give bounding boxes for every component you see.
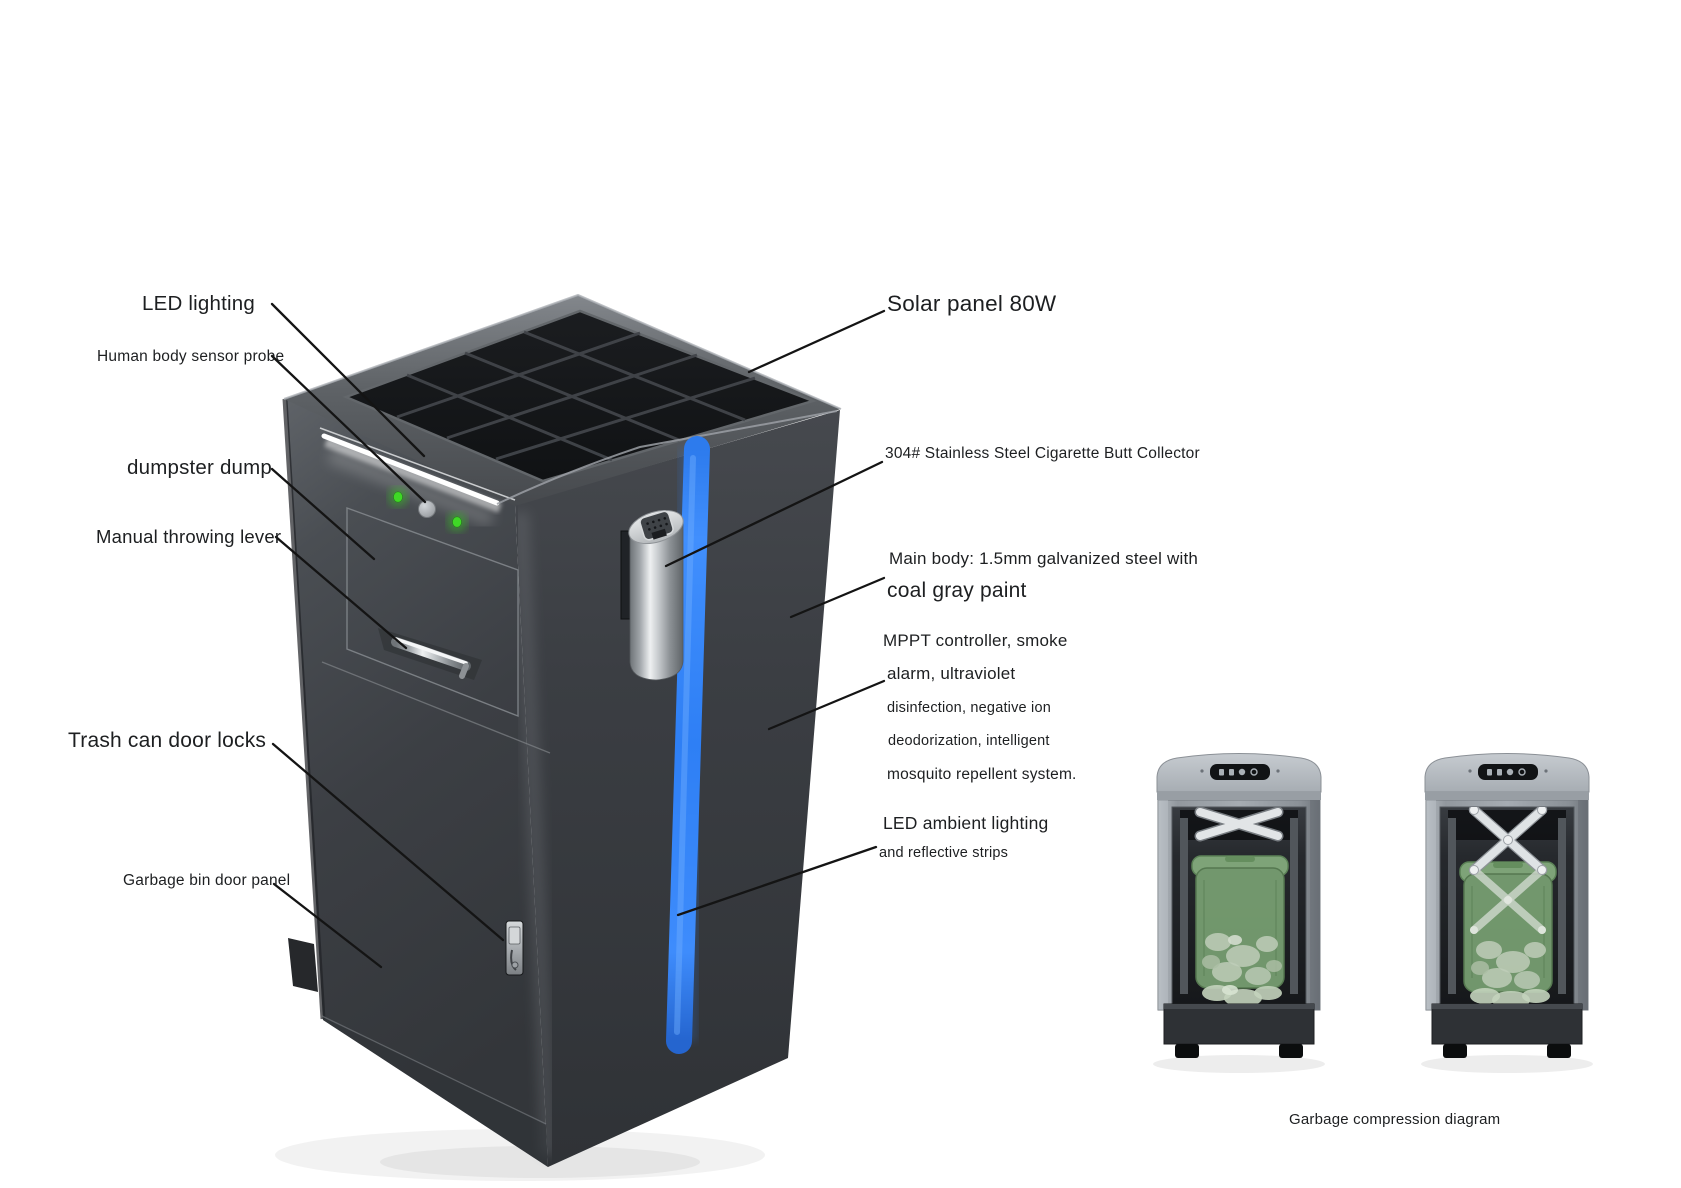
label-led-ambient-line2: and reflective strips xyxy=(879,845,1009,861)
label-dumpster-dump: dumpster dump xyxy=(127,456,273,479)
collector-grille xyxy=(639,510,674,541)
ground-shadows xyxy=(275,1129,765,1181)
label-trash-can-door-locks: Trash can door locks xyxy=(68,729,267,752)
bin-after-contents xyxy=(1448,807,1566,1004)
bin-skirt xyxy=(322,1016,548,1167)
bin-front-face xyxy=(286,398,548,1167)
bin-foot xyxy=(1175,1044,1199,1058)
leader-human-sensor xyxy=(270,354,427,504)
label-led-lighting: LED lighting xyxy=(142,292,255,315)
leader-throwing-lever xyxy=(274,535,408,650)
label-compression-caption: Garbage compression diagram xyxy=(1289,1111,1501,1128)
label-features-line2: alarm, ultraviolet xyxy=(887,664,1016,683)
cigarette-collector xyxy=(620,509,684,681)
skirt-seam xyxy=(321,1015,547,1125)
leader-solar-panel xyxy=(747,309,886,374)
leader-dumpster-dump xyxy=(270,467,376,561)
leader-features xyxy=(767,679,886,731)
green-bin xyxy=(1459,861,1557,993)
control-panel xyxy=(1468,764,1548,780)
label-manual-throwing-lever: Manual throwing lever xyxy=(96,526,282,547)
label-main-body-line1: Main body: 1.5mm galvanized steel with xyxy=(889,549,1199,568)
leader-lines xyxy=(270,302,886,969)
bin-base xyxy=(1431,1003,1583,1045)
human-sensor-probe xyxy=(418,500,436,518)
leader-door-panel xyxy=(272,882,383,969)
bin-foot xyxy=(1279,1044,1303,1058)
cap-lip xyxy=(1157,792,1321,800)
rim-bottom-edge xyxy=(496,410,838,505)
leader-led-lighting xyxy=(270,302,426,458)
leader-door-locks xyxy=(271,742,505,942)
bin-base xyxy=(1163,1003,1315,1045)
status-led-left xyxy=(393,491,403,503)
bin-foot xyxy=(1443,1044,1467,1058)
compression-bin-before xyxy=(1153,753,1325,1073)
compression-scissor-extended xyxy=(1468,807,1548,934)
label-solar-panel: Solar panel 80W xyxy=(887,291,1057,316)
door-lock xyxy=(505,920,524,976)
lower-door-seam xyxy=(321,661,551,754)
status-leds xyxy=(388,487,467,532)
door-handle xyxy=(378,628,482,680)
corner-highlight xyxy=(513,511,557,1156)
leader-cigarette-collector xyxy=(664,460,884,568)
label-features-line1: MPPT controller, smoke xyxy=(883,631,1068,650)
compression-bin-after xyxy=(1421,753,1593,1073)
label-led-ambient-line1: LED ambient lighting xyxy=(883,813,1049,833)
label-features-line3: disinfection, negative ion xyxy=(887,700,1051,716)
green-bin xyxy=(1191,855,1289,989)
compression-plate-stowed xyxy=(1194,807,1284,842)
status-led-right xyxy=(452,516,462,528)
label-human-body-sensor-probe: Human body sensor probe xyxy=(97,348,285,365)
cap-lip xyxy=(1425,792,1589,800)
bin-foot xyxy=(1547,1044,1571,1058)
bin-before-contents xyxy=(1180,807,1298,1004)
label-main-body-line2: coal gray paint xyxy=(887,579,1027,602)
solar-panel xyxy=(342,309,817,483)
control-panel xyxy=(1200,764,1280,780)
bin-back-foot xyxy=(288,938,318,992)
label-garbage-bin-door-panel: Garbage bin door panel xyxy=(123,872,291,889)
leader-main-body xyxy=(789,576,886,619)
label-features-line5: mosquito repellent system. xyxy=(887,766,1077,783)
throw-door xyxy=(346,507,519,718)
leader-led-ambient xyxy=(676,845,878,917)
solar-cell-grid xyxy=(396,330,756,462)
main-bin-render xyxy=(282,293,842,1167)
label-features-line4: deodorization, intelligent xyxy=(888,733,1050,749)
label-cigarette-collector: 304# Stainless Steel Cigarette Butt Coll… xyxy=(885,445,1200,462)
